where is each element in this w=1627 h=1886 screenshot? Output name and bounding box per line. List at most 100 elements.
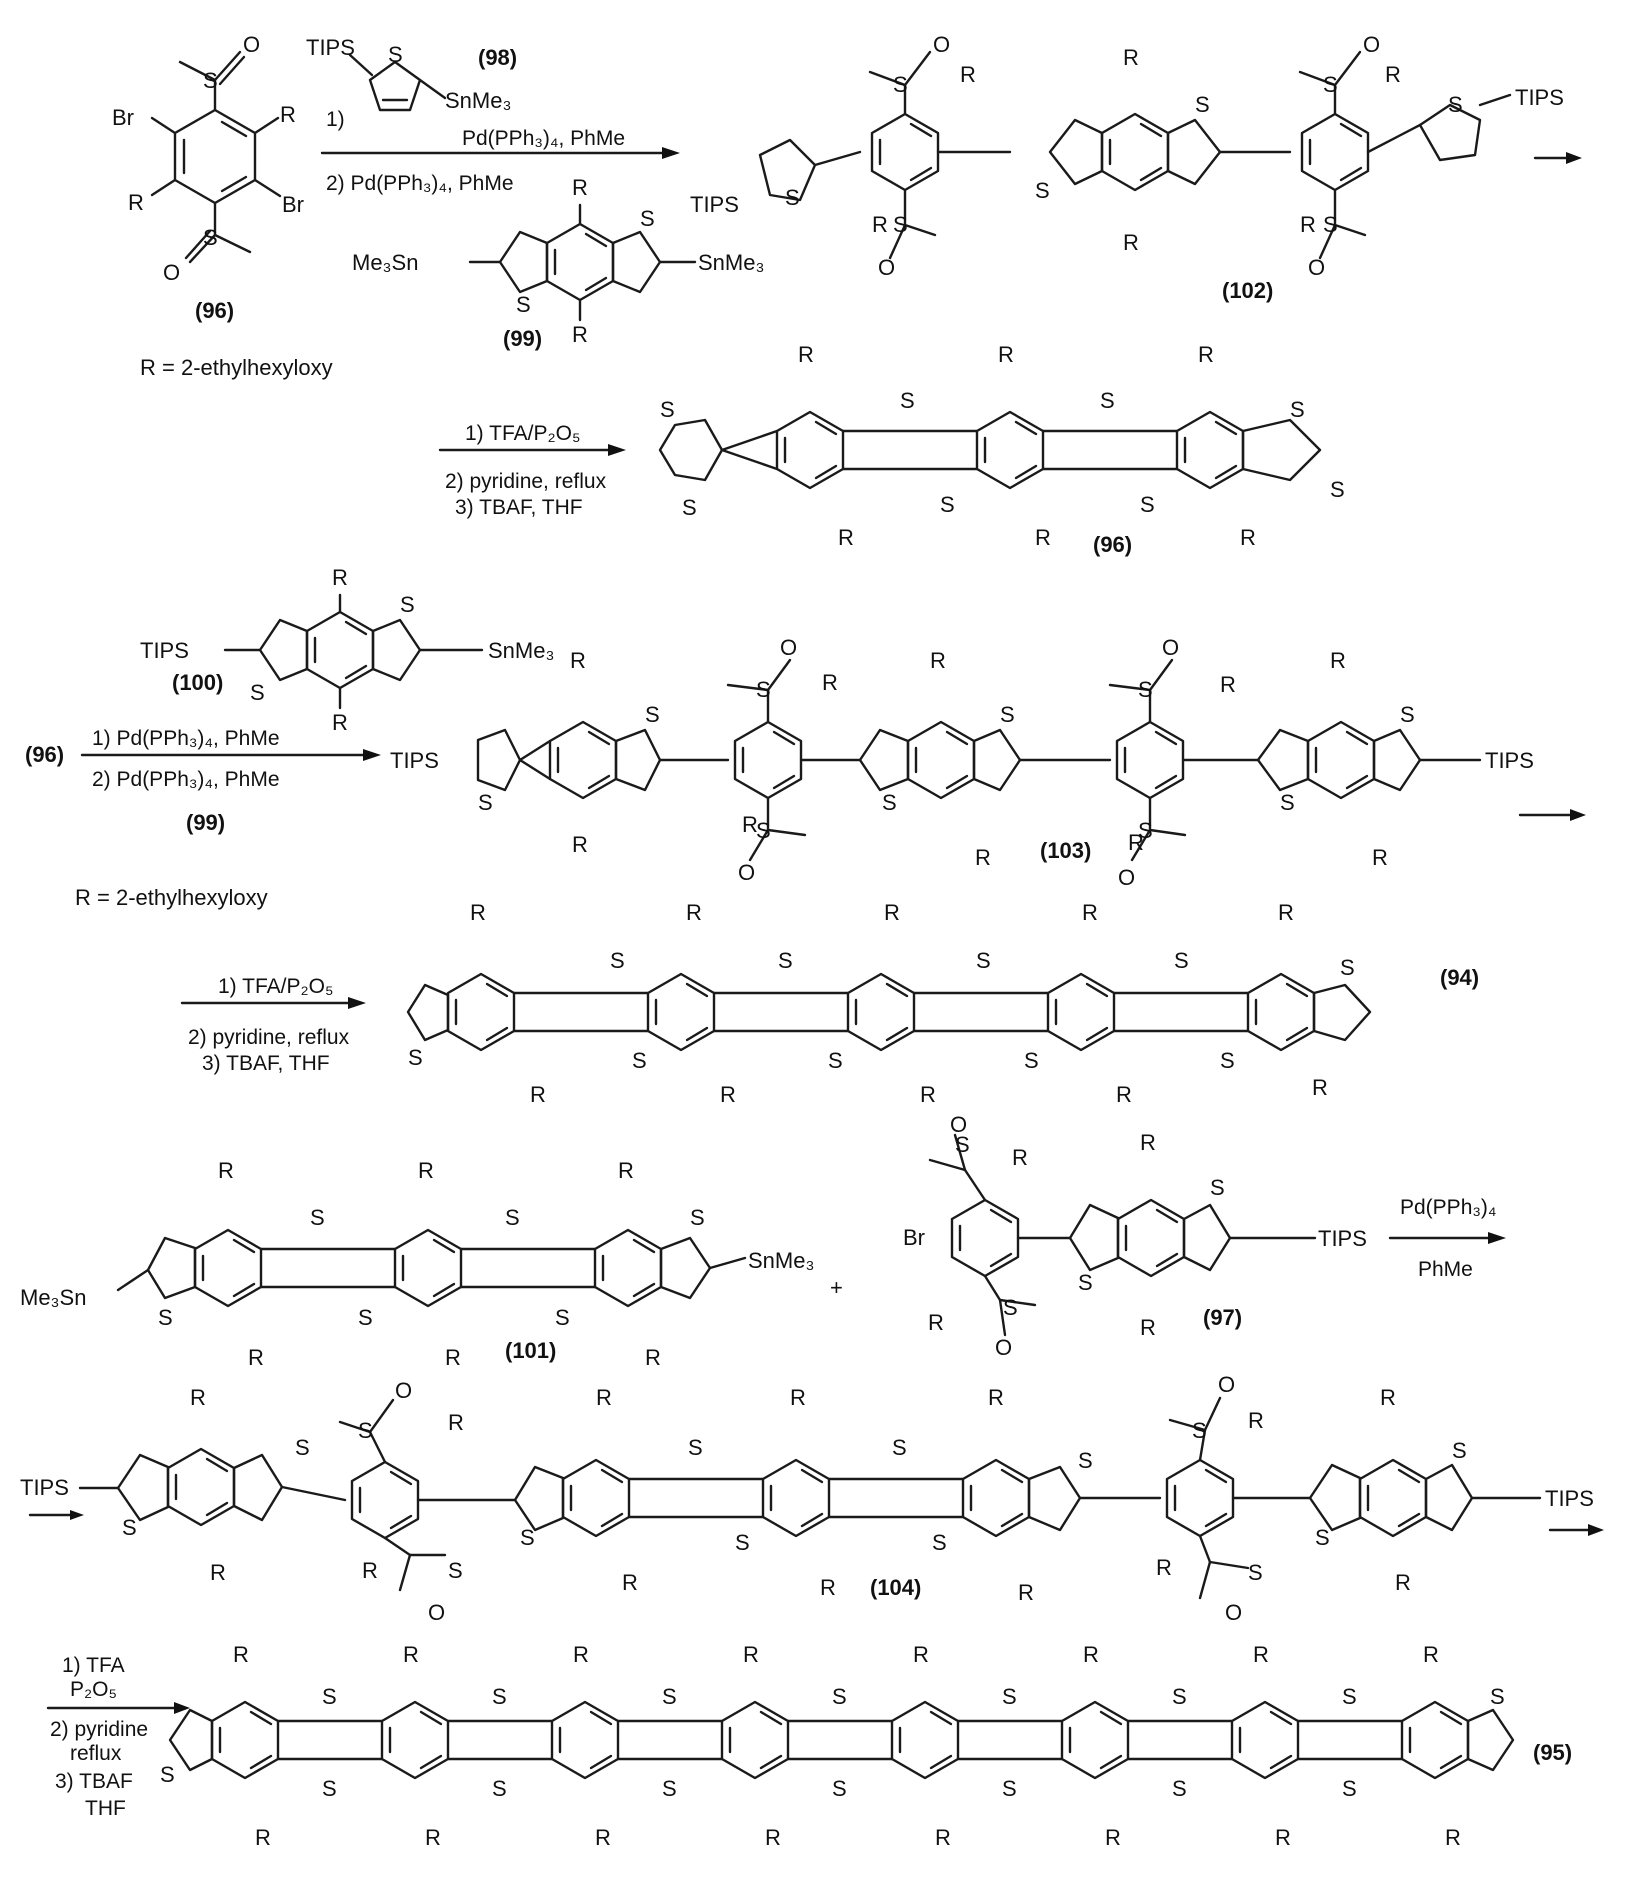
r-label: R xyxy=(1198,342,1214,367)
r-label: R xyxy=(618,1158,634,1183)
compound-101-structure xyxy=(116,1228,747,1308)
atom-label: S xyxy=(1342,1684,1357,1709)
compound-102-structure xyxy=(758,50,1512,260)
condition-text: PhMe xyxy=(1418,1258,1473,1281)
r-label: R xyxy=(1156,1555,1172,1580)
r-label: R xyxy=(1123,45,1139,70)
condition-text: THF xyxy=(85,1797,126,1820)
atom-label: S xyxy=(400,592,415,617)
r-label: R xyxy=(1123,230,1139,255)
atom-label: O xyxy=(1363,32,1380,57)
atom-label: S xyxy=(882,790,897,815)
atom-label: S xyxy=(310,1205,325,1230)
r-label: R xyxy=(425,1825,441,1850)
r-label: R xyxy=(1423,1642,1439,1667)
group-label: TIPS xyxy=(1318,1226,1367,1251)
r-definition: R = 2-ethylhexyloxy xyxy=(140,355,333,380)
r-label: R xyxy=(1330,648,1346,673)
atom-label: S xyxy=(932,1530,947,1555)
r-label: R xyxy=(128,190,144,215)
atom-label: S xyxy=(893,212,908,237)
condition-text: 3) TBAF xyxy=(55,1770,133,1793)
r-label: R xyxy=(838,525,854,550)
arrow-head xyxy=(608,444,626,456)
condition-text: Pd(PPh₃)₄, PhMe xyxy=(462,127,625,150)
atom-label: S xyxy=(688,1435,703,1460)
atom-label: S xyxy=(976,948,991,973)
r-label: R xyxy=(998,342,1014,367)
arrow-head xyxy=(363,749,381,761)
atom-label: S xyxy=(1195,92,1210,117)
group-label: TIPS xyxy=(306,35,355,60)
r-label: R xyxy=(975,845,991,870)
r-definition: R = 2-ethylhexyloxy xyxy=(75,885,268,910)
atom-label: S xyxy=(122,1515,137,1540)
atom-label: S xyxy=(516,292,531,317)
compound-98-structure xyxy=(348,53,447,112)
compound-number: (99) xyxy=(186,810,225,835)
atom-label: O xyxy=(995,1335,1012,1360)
condition-text: 1) xyxy=(326,108,345,131)
atom-label: S xyxy=(662,1776,677,1801)
atom-label: S xyxy=(1100,388,1115,413)
atom-label: S xyxy=(1452,1438,1467,1463)
r-label: R xyxy=(872,212,888,237)
arrow-head xyxy=(1570,809,1586,821)
condition-text: 3) TBAF, THF xyxy=(202,1052,330,1075)
r-label: R xyxy=(218,1158,234,1183)
arrow-head xyxy=(662,147,680,159)
condition-text: Pd(PPh₃)₄ xyxy=(1400,1196,1497,1219)
r-label: R xyxy=(686,900,702,925)
r-label: R xyxy=(1140,1315,1156,1340)
r-label: R xyxy=(233,1642,249,1667)
condition-text: 2) pyridine, reflux xyxy=(188,1026,350,1049)
r-label: R xyxy=(988,1385,1004,1410)
r-label: R xyxy=(1300,212,1316,237)
atom-label: S xyxy=(735,1530,750,1555)
atom-label: O xyxy=(933,32,950,57)
condition-text: 1) TFA/P₂O₅ xyxy=(218,975,333,998)
atom-label: S xyxy=(203,225,218,250)
atom-label: S xyxy=(640,206,655,231)
r-label: R xyxy=(1035,525,1051,550)
compound-number: (102) xyxy=(1222,278,1273,303)
r-label: R xyxy=(1248,1408,1264,1433)
atom-label: S xyxy=(1315,1525,1330,1550)
compound-96-fused-structure xyxy=(658,410,1322,490)
r-label: R xyxy=(403,1642,419,1667)
r-label: R xyxy=(820,1575,836,1600)
compound-number: (100) xyxy=(172,670,223,695)
group-label: TIPS xyxy=(690,192,739,217)
r-label: R xyxy=(790,1385,806,1410)
plus-sign: + xyxy=(830,1275,843,1300)
r-label: R xyxy=(1220,672,1236,697)
r-label: R xyxy=(1278,900,1294,925)
condition-text: P₂O₅ xyxy=(70,1678,117,1701)
atom-label: S xyxy=(785,185,800,210)
atom-label: S xyxy=(610,948,625,973)
atom-label: S xyxy=(1220,1048,1235,1073)
atom-label: S xyxy=(756,677,771,702)
condition-text: reflux xyxy=(70,1742,122,1765)
atom-label: S xyxy=(690,1205,705,1230)
group-label: SnMe₃ xyxy=(488,638,554,663)
arrow-head xyxy=(1488,1232,1506,1244)
atom-label: S xyxy=(632,1048,647,1073)
r-label: R xyxy=(570,648,586,673)
atom-label: S xyxy=(645,702,660,727)
r-label: R xyxy=(280,102,296,127)
group-label: TIPS xyxy=(1545,1486,1594,1511)
atom-label: S xyxy=(662,1684,677,1709)
compound-number: (98) xyxy=(478,45,517,70)
r-label: R xyxy=(1082,900,1098,925)
atom-label: S xyxy=(1248,1560,1263,1585)
r-label: R xyxy=(920,1082,936,1107)
compound-number: (96) xyxy=(25,742,64,767)
r-label: R xyxy=(798,342,814,367)
atom-label: S xyxy=(555,1305,570,1330)
atom-label: O xyxy=(1162,635,1179,660)
compound-96-structure xyxy=(150,50,282,264)
condition-text: 1) TFA/P₂O₅ xyxy=(465,422,580,445)
group-label: SnMe₃ xyxy=(445,88,511,113)
